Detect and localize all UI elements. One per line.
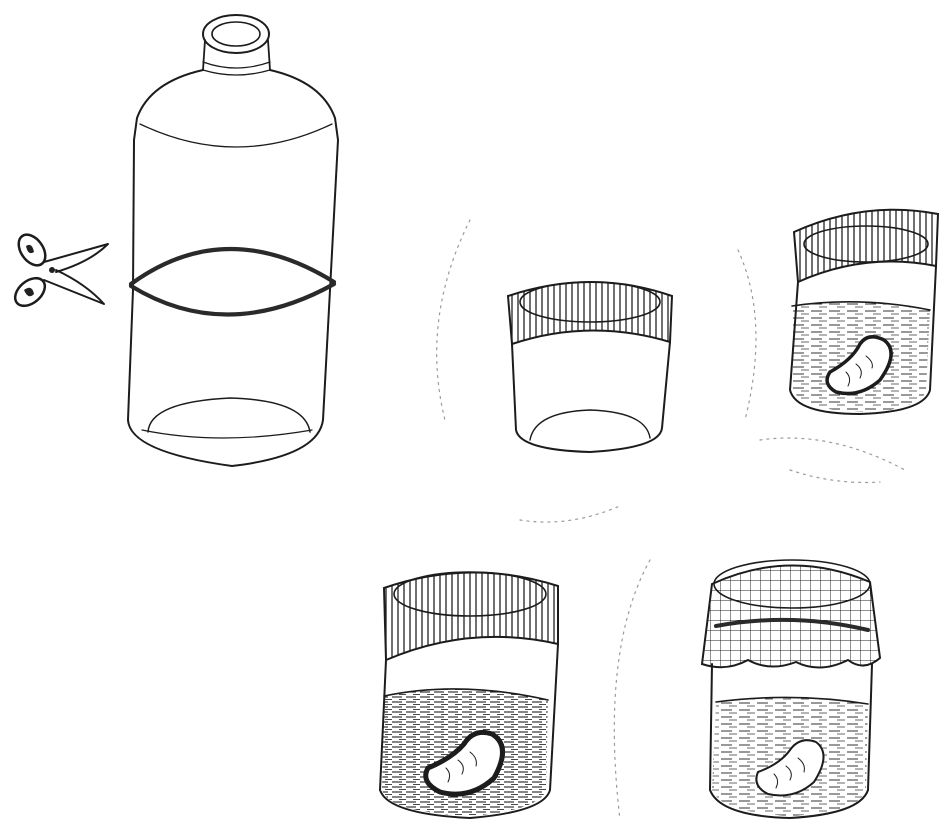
cut-bottle-bottom (508, 282, 672, 452)
jar-with-larva-small (790, 210, 938, 414)
bottle (128, 15, 338, 466)
jar-with-mesh-cover (702, 560, 880, 818)
scissors-icon (10, 230, 108, 312)
jar-with-larva-large (380, 572, 558, 818)
